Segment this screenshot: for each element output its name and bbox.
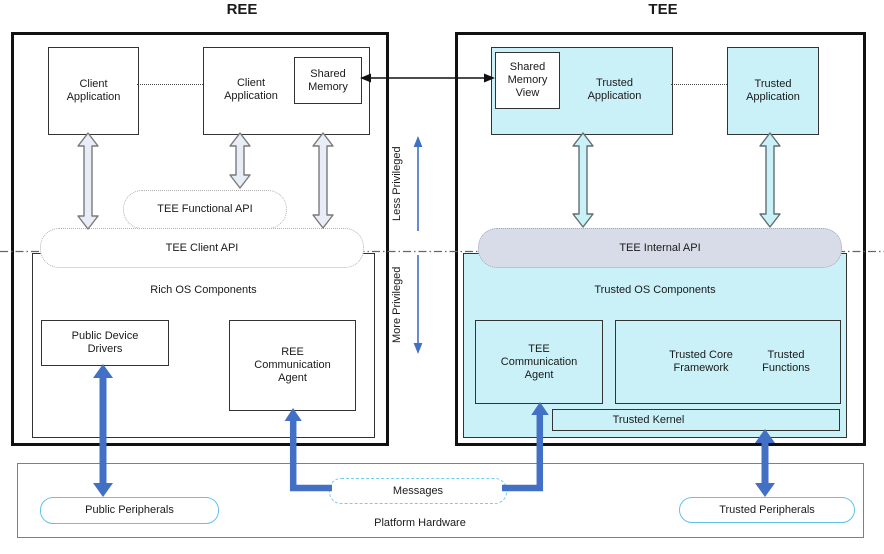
shared-memory-label: Shared Memory — [308, 67, 348, 93]
trusted-peripherals: Trusted Peripherals — [679, 497, 855, 523]
tee-internal-api-label: TEE Internal API — [619, 241, 701, 254]
rich-os-components-label: Rich OS Components — [150, 284, 257, 296]
public-peripherals: Public Peripherals — [40, 497, 219, 524]
ree-environment-box — [11, 32, 389, 446]
shared-memory-view-box: Shared Memory View — [495, 52, 560, 109]
trusted-functions-label-wrap: Trusted Functions — [751, 321, 821, 403]
tee-functional-api-label: TEE Functional API — [157, 203, 253, 215]
public-device-drivers-label: Public Device Drivers — [71, 330, 139, 355]
trusted-core-framework-label: Trusted Core Framework — [669, 349, 733, 374]
messages-box: Messages — [329, 478, 507, 504]
tee-internal-api: TEE Internal API — [478, 228, 842, 268]
client-application-1-label: Client Application — [66, 78, 121, 103]
tee-communication-agent-label: TEE Communication Agent — [500, 342, 578, 381]
platform-hardware-label: Platform Hardware — [374, 516, 466, 529]
client-app-dotted-connector — [137, 84, 203, 85]
tee-client-api-label: TEE Client API — [165, 241, 239, 254]
trusted-peripherals-label: Trusted Peripherals — [719, 503, 815, 516]
tee-title: TEE — [648, 1, 678, 18]
public-device-drivers-box: Public Device Drivers — [41, 320, 169, 366]
more-privileged-arrowhead — [413, 343, 423, 354]
trusted-application-1-label-wrap: Trusted Application — [558, 47, 671, 133]
trusted-application-2-box: Trusted Application — [727, 47, 819, 135]
client-application-1-box: Client Application — [48, 47, 139, 135]
tee-communication-agent-box: TEE Communication Agent — [475, 320, 603, 404]
trusted-os-components-label: Trusted OS Components — [594, 284, 716, 296]
client-application-2-label-wrap: Client Application — [203, 47, 299, 133]
tee-client-api: TEE Client API — [40, 228, 364, 268]
less-privileged-label: Less Privileged — [391, 146, 403, 222]
ree-title: REE — [226, 1, 258, 18]
trusted-functions-label: Trusted Functions — [762, 349, 810, 374]
tee-functional-api: TEE Functional API — [123, 190, 287, 229]
more-privileged-label: More Privileged — [391, 266, 403, 344]
trusted-core-framework-box: Trusted Core Framework Trusted Functions — [615, 320, 841, 404]
shared-memory-box: Shared Memory — [294, 57, 362, 104]
ree-communication-agent-box: REE Communication Agent — [229, 320, 356, 411]
trusted-kernel-box: Trusted Kernel — [552, 409, 840, 431]
shared-memory-view-label: Shared Memory View — [507, 61, 548, 99]
trusted-kernel-label: Trusted Kernel — [612, 413, 685, 426]
trusted-application-2-label: Trusted Application — [746, 78, 800, 103]
public-peripherals-label: Public Peripherals — [85, 504, 174, 516]
privilege-arrows — [413, 136, 423, 354]
less-privileged-arrowhead — [413, 136, 423, 147]
messages-label: Messages — [392, 484, 444, 497]
ree-communication-agent-label: REE Communication Agent — [254, 346, 331, 384]
trusted-application-1-label: Trusted Application — [587, 77, 642, 102]
tee-environment-box — [455, 32, 866, 446]
trusted-app-dotted-connector — [671, 84, 727, 85]
trusted-core-framework-label-wrap: Trusted Core Framework — [656, 321, 746, 403]
client-application-2-label: Client Application — [224, 77, 278, 102]
